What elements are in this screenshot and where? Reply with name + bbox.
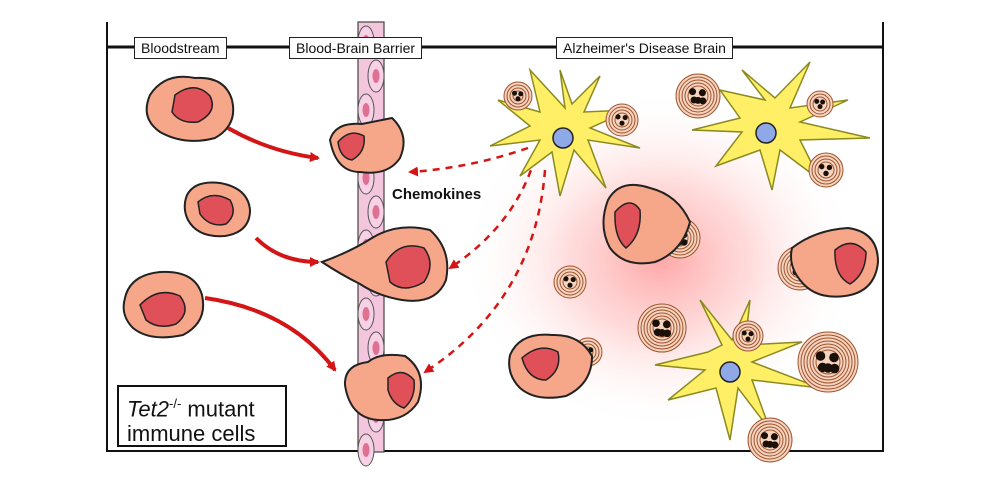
- endothelial-nucleus: [362, 443, 370, 457]
- endothelial-nucleus: [372, 205, 380, 219]
- legend-line-2: immune cells: [127, 421, 256, 447]
- label-alzheimers-brain: Alzheimer's Disease Brain: [556, 37, 733, 59]
- chemokines-label: Chemokines: [392, 186, 482, 203]
- immune-cell-blood-2: [183, 181, 252, 238]
- amyloid-plaque: [732, 320, 764, 352]
- migration-arrow-3: [204, 296, 337, 372]
- microglia-1: [489, 67, 641, 197]
- endothelial-nucleus: [362, 103, 370, 117]
- amyloid-plaque: [553, 265, 587, 299]
- migration-arrow-1: [227, 126, 320, 162]
- immune-cell-crossing-1: [328, 116, 405, 174]
- chemokine-arrow-1: [408, 146, 529, 177]
- chemokine-arrow-2: [448, 157, 537, 270]
- immune-cell-blood-1: [145, 75, 235, 142]
- amyloid-plaque: [747, 417, 793, 463]
- immune-cell-brain-1: [602, 184, 692, 265]
- amyloid-plaque: [637, 303, 687, 353]
- amyloid-plaque: [675, 73, 721, 119]
- legend-box: Tet2-/- mutant immune cells: [117, 385, 287, 447]
- label-bloodstream: Bloodstream: [134, 37, 227, 59]
- legend-line-1: Tet2-/- mutant: [127, 391, 277, 421]
- immune-cell-brain-2: [790, 226, 880, 298]
- label-blood-brain-barrier: Blood-Brain Barrier: [289, 37, 423, 59]
- amyloid-plaque: [503, 81, 533, 111]
- gene-name: Tet2: [127, 396, 170, 422]
- legend-line-1-suffix: mutant: [181, 396, 255, 422]
- amyloid-plaque: [806, 90, 834, 118]
- endothelial-nucleus: [362, 171, 370, 185]
- immune-cell-crossing-3: [343, 353, 422, 422]
- endothelial-nucleus: [362, 307, 370, 321]
- amyloid-plaque: [808, 152, 844, 188]
- immune-cell-blood-3: [122, 270, 205, 339]
- endothelial-nucleus: [372, 69, 380, 83]
- immune-cell-crossing-2: [319, 226, 449, 302]
- chemokine-arrow-3: [423, 169, 547, 374]
- amyloid-plaque: [797, 331, 859, 393]
- gene-superscript: -/-: [169, 396, 182, 411]
- immune-cell-brain-3: [508, 333, 594, 399]
- migration-arrow-2: [254, 236, 320, 267]
- endothelial-nucleus: [372, 341, 380, 355]
- amyloid-plaque: [605, 103, 639, 137]
- microglia-3: [654, 299, 821, 441]
